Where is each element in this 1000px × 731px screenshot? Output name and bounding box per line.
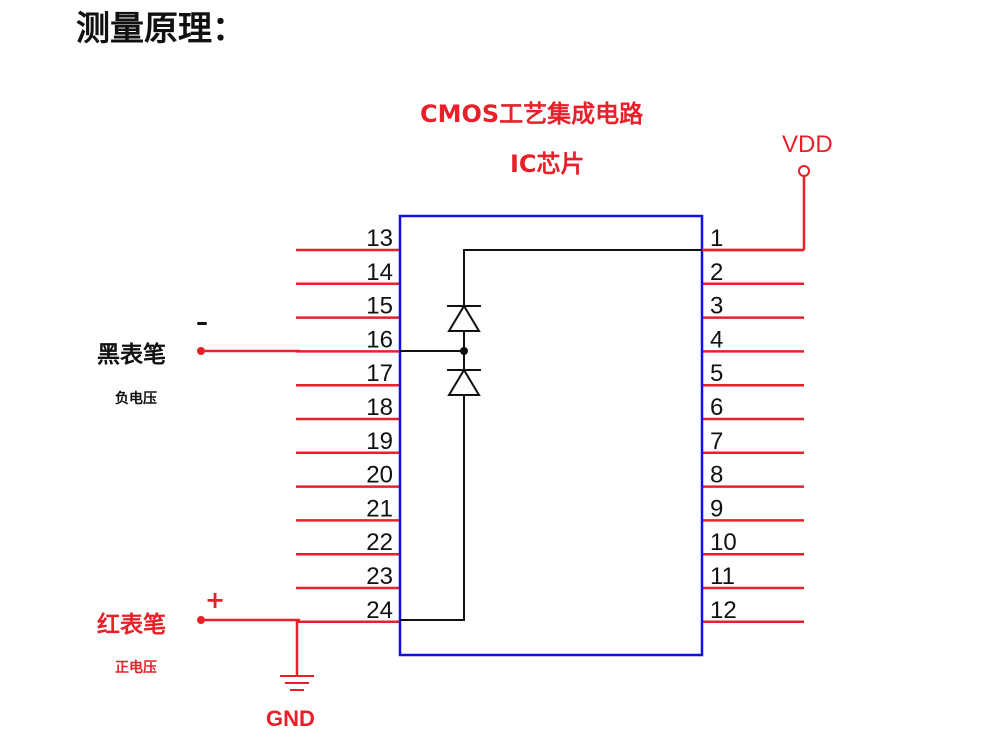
pin-label-9: 9 xyxy=(710,495,723,522)
ground-icon xyxy=(280,675,314,691)
pin-label-12: 12 xyxy=(710,597,737,624)
pin-label-8: 8 xyxy=(710,462,723,489)
black-probe-label: 黑表笔 xyxy=(97,341,166,368)
red-probe-sublabel: 正电压 xyxy=(115,659,157,676)
pin-label-11: 11 xyxy=(710,563,735,590)
chip-subtitle: IC芯片 xyxy=(510,150,585,178)
lower-diode xyxy=(447,368,481,396)
chip-title: CMOS工艺集成电路 xyxy=(420,100,644,128)
pin-label-10: 10 xyxy=(710,529,737,556)
pin-label-17: 17 xyxy=(366,360,393,387)
vdd-label: VDD xyxy=(782,131,833,158)
pin-label-13: 13 xyxy=(366,225,393,252)
pin-label-7: 7 xyxy=(710,428,723,455)
internal-vdd-wire xyxy=(400,249,702,621)
left-pin-lines xyxy=(296,248,400,624)
gnd-label: GND xyxy=(266,706,315,731)
pin-label-1: 1 xyxy=(710,225,723,252)
pin-label-14: 14 xyxy=(366,259,393,286)
positive-sign: + xyxy=(205,586,225,614)
page-heading: 测量原理： xyxy=(76,9,246,49)
pin-label-6: 6 xyxy=(710,394,723,421)
pin-label-20: 20 xyxy=(366,462,393,489)
pin-label-16: 16 xyxy=(366,326,393,353)
left-pin-labels: 13 14 15 16 17 18 19 20 21 22 23 24 xyxy=(366,225,393,624)
pin-label-23: 23 xyxy=(366,563,393,590)
pin-label-3: 3 xyxy=(710,293,723,320)
pin-label-19: 19 xyxy=(366,428,393,455)
vdd-terminal xyxy=(798,165,810,177)
pin-label-24: 24 xyxy=(366,597,393,624)
chip-body xyxy=(398,214,704,657)
pin-label-18: 18 xyxy=(366,394,393,421)
red-probe-label: 红表笔 xyxy=(97,611,166,638)
pin-label-21: 21 xyxy=(366,495,393,522)
pin-label-15: 15 xyxy=(366,293,393,320)
black-probe-sublabel: 负电压 xyxy=(115,390,157,407)
negative-sign: – xyxy=(196,308,208,336)
pin-label-22: 22 xyxy=(366,529,393,556)
pin-label-4: 4 xyxy=(710,326,723,353)
pin-label-5: 5 xyxy=(710,360,723,387)
upper-diode xyxy=(447,304,481,332)
internal-junction-dot xyxy=(460,347,468,355)
pin-label-2: 2 xyxy=(710,259,723,286)
